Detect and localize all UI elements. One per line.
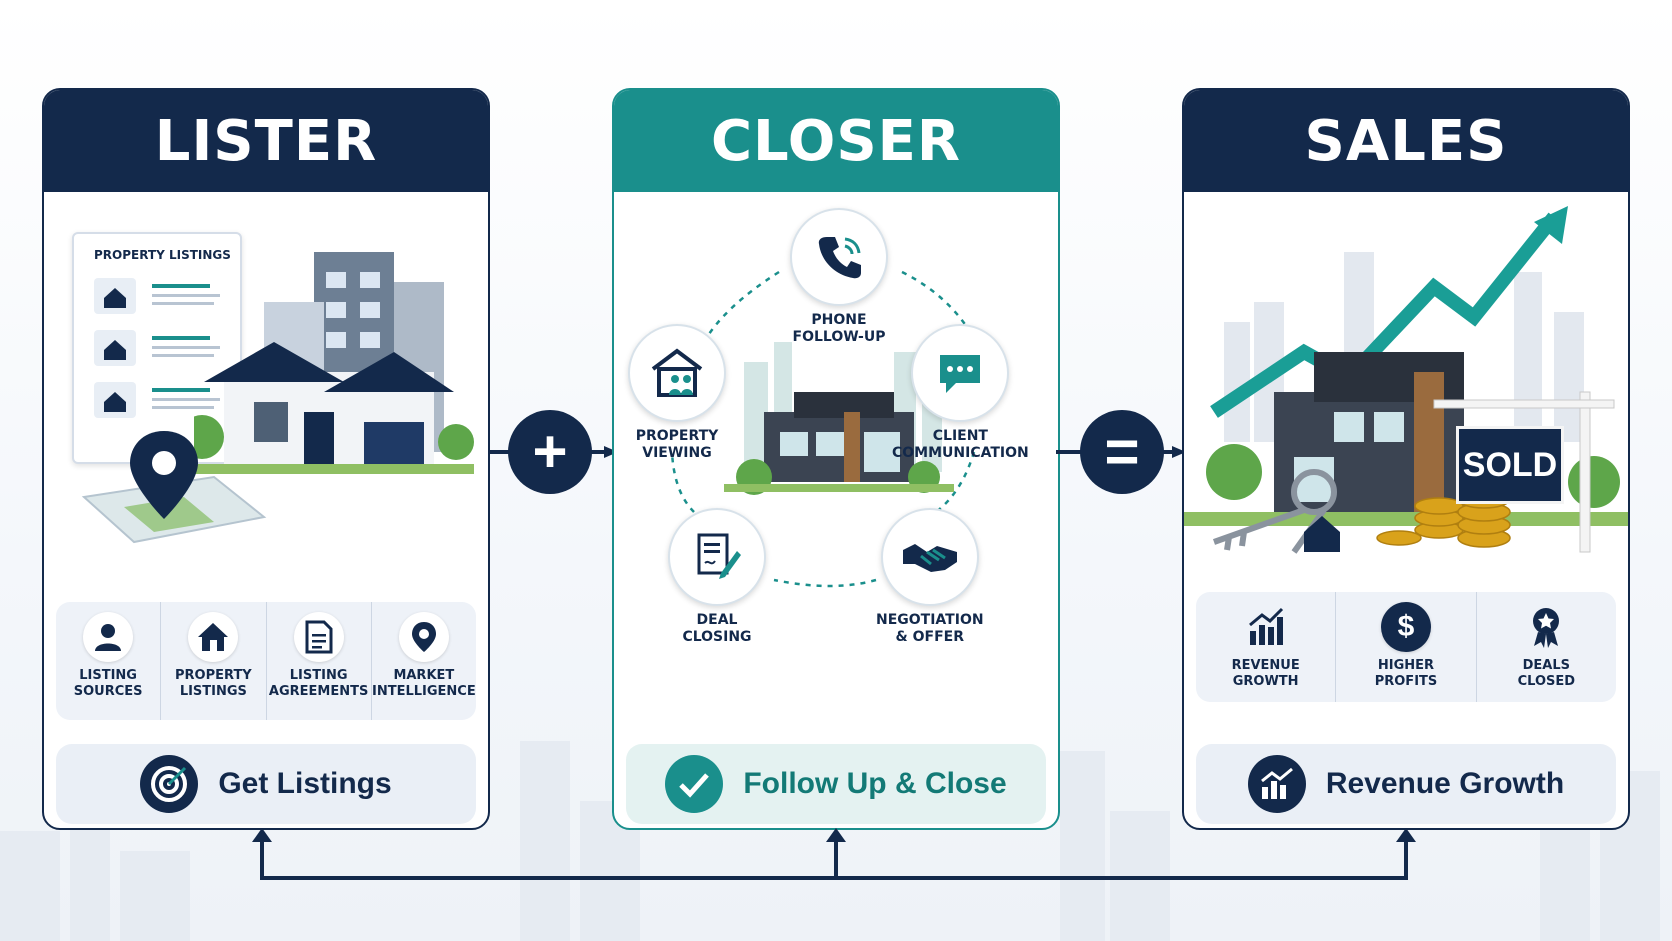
feature-listing-sources: LISTING SOURCES: [56, 602, 162, 720]
closer-footer: Follow Up & Close: [626, 744, 1046, 824]
feature-label: LISTING SOURCES: [73, 668, 143, 699]
feature-label: DEALS CLOSED: [1517, 658, 1576, 689]
step-phone-follow-up: PHONE FOLLOW-UP: [790, 208, 888, 346]
feature-market-intelligence: MARKET INTELLIGENCE: [372, 602, 476, 720]
feedback-loop-connector: [252, 828, 1416, 880]
feature-property-listings: PROPERTY LISTINGS: [161, 602, 267, 720]
document-icon: [293, 612, 344, 662]
target-icon: [140, 755, 199, 813]
step-label: DEAL CLOSING: [682, 612, 752, 645]
map-pin-icon: [398, 612, 449, 662]
sales-title: SALES: [1184, 90, 1628, 192]
equals-operator: =: [1080, 410, 1164, 494]
sales-panel: SALES SOLD: [1182, 88, 1630, 830]
sales-footer: Revenue Growth: [1196, 744, 1616, 824]
closer-footer-text: Follow Up & Close: [743, 767, 1007, 800]
property-listings-title: PROPERTY LISTINGS: [94, 248, 231, 262]
feature-listing-agreements: LISTING AGREEMENTS: [267, 602, 372, 720]
step-label: CLIENT COMMUNICATION: [892, 428, 1029, 461]
house-people-icon: [628, 324, 726, 422]
sales-illustration: [1184, 206, 1628, 554]
houses-buildings-illustration: [194, 252, 474, 474]
feature-revenue-growth: REVENUE GROWTH: [1196, 592, 1337, 702]
listing-rows-illustration: [94, 278, 220, 418]
award-ribbon-icon: [1521, 602, 1571, 652]
sales-footer-text: Revenue Growth: [1325, 767, 1565, 800]
sales-features: REVENUE GROWTH $ HIGHER PROFITS DEALS CL…: [1196, 592, 1616, 702]
bar-chart-icon: [1241, 602, 1291, 652]
phone-icon: [790, 208, 888, 306]
checkmark-icon: [665, 755, 724, 813]
plus-operator: +: [508, 410, 592, 494]
dollar-icon: $: [1380, 602, 1431, 652]
person-icon: [83, 612, 134, 662]
lister-footer: Get Listings: [56, 744, 476, 824]
closer-title: CLOSER: [614, 90, 1058, 192]
handshake-icon: [880, 508, 979, 606]
growth-chart-icon: [1247, 755, 1306, 813]
closer-panel: CLOSER PHONE FOLLOW-UP CLIENT COMMUNICAT…: [612, 88, 1060, 830]
feature-higher-profits: $ HIGHER PROFITS: [1336, 592, 1477, 702]
closer-cycle-connector: [670, 270, 978, 588]
feature-label: MARKET INTELLIGENCE: [372, 668, 476, 699]
modern-house-illustration: [724, 342, 954, 495]
step-client-communication: CLIENT COMMUNICATION: [892, 324, 1029, 462]
step-deal-closing: DEAL CLOSING: [668, 508, 766, 646]
step-label: PHONE FOLLOW-UP: [792, 312, 886, 345]
lister-title: LISTER: [44, 90, 488, 192]
feature-label: LISTING AGREEMENTS: [268, 668, 369, 699]
map-pin-illustration: [81, 431, 267, 544]
plus-sign: +: [532, 418, 568, 485]
feature-label: HIGHER PROFITS: [1374, 658, 1438, 689]
sold-sign: SOLD: [1456, 426, 1564, 504]
step-negotiation-offer: NEGOTIATION & OFFER: [876, 508, 984, 646]
feature-deals-closed: DEALS CLOSED: [1477, 592, 1616, 702]
feature-label: PROPERTY LISTINGS: [175, 668, 252, 699]
chat-bubble-icon: [911, 324, 1010, 422]
lister-panel: LISTER PROPERTY LISTINGS: [42, 88, 490, 830]
lister-features: LISTING SOURCES PROPERTY LISTINGS LISTIN…: [56, 602, 476, 720]
feature-label: REVENUE GROWTH: [1231, 658, 1300, 689]
sold-sign-text: SOLD: [1462, 445, 1558, 484]
house-icon: [188, 612, 239, 662]
property-listings-card: PROPERTY LISTINGS: [72, 232, 242, 464]
step-label: NEGOTIATION & OFFER: [876, 612, 984, 645]
lister-footer-text: Get Listings: [218, 767, 392, 800]
contract-sign-icon: [668, 508, 766, 606]
step-label: PROPERTY VIEWING: [635, 428, 719, 461]
step-property-viewing: PROPERTY VIEWING: [628, 324, 726, 462]
equals-sign: =: [1104, 418, 1140, 485]
